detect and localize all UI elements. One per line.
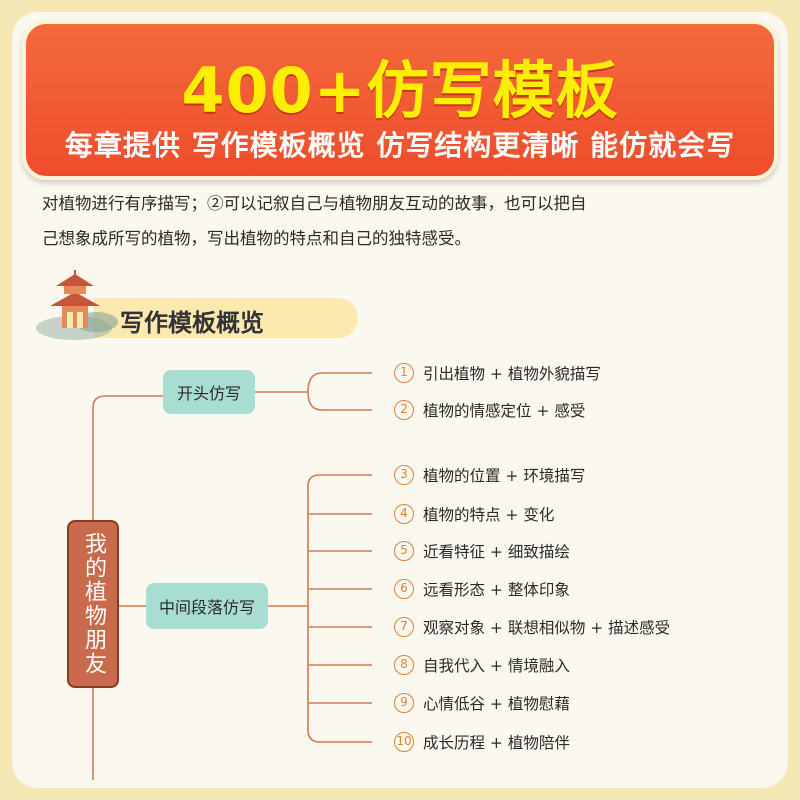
item-text: 心情低谷 + 植物慰藉: [423, 695, 570, 713]
list-item: 6 远看形态 + 整体印象: [394, 578, 570, 600]
item-number: 9: [394, 693, 414, 713]
item-text: 植物的特点 + 变化: [423, 506, 555, 524]
item-number: 2: [394, 400, 414, 420]
list-item: 3 植物的位置 + 环境描写: [394, 464, 585, 486]
list-item: 1 引出植物 + 植物外貌描写: [394, 362, 601, 384]
trunk-line: [92, 395, 163, 520]
item-text: 观察对象 + 联想相似物 + 描述感受: [423, 619, 671, 637]
item-number: 7: [394, 617, 414, 637]
list-item: 10 成长历程 + 植物陪伴: [394, 731, 570, 753]
promo-banner: 400+仿写模板 每章提供 写作模板概览 仿写结构更清晰 能仿就会写: [22, 20, 778, 180]
section-title: 写作模板概览: [120, 308, 264, 337]
list-item: 4 植物的特点 + 变化: [394, 503, 554, 525]
banner-subtitle: 每章提供 写作模板概览 仿写结构更清晰 能仿就会写: [64, 129, 736, 162]
item-text: 成长历程 + 植物陪伴: [423, 734, 570, 752]
intro-paragraph: 对植物进行有序描写；②可以记叙自己与植物朋友互动的故事，也可以把自 己想象成所写…: [42, 186, 762, 256]
item-number: 10: [394, 732, 414, 752]
item-number: 3: [394, 465, 414, 485]
list-item: 2 植物的情感定位 + 感受: [394, 399, 585, 421]
branch-middle: 中间段落仿写: [146, 583, 268, 629]
pavilion-icon: [36, 270, 118, 340]
item-text: 自我代入 + 情境融入: [423, 657, 570, 675]
list-item: 7 观察对象 + 联想相似物 + 描述感受: [394, 616, 670, 638]
item-text: 近看特征 + 细致描绘: [423, 543, 570, 561]
item-number: 5: [394, 541, 414, 561]
mindmap-root: 我的植物朋友: [67, 520, 119, 688]
banner-title: 400+仿写模板: [181, 54, 619, 127]
intro-line-1: 对植物进行有序描写；②可以记叙自己与植物朋友互动的故事，也可以把自: [42, 194, 587, 213]
item-number: 1: [394, 363, 414, 383]
intro-line-2: 己想象成所写的植物，写出植物的特点和自己的独特感受。: [42, 229, 471, 248]
item-number: 8: [394, 655, 414, 675]
section-header-pill: [94, 298, 358, 338]
list-item: 5 近看特征 + 细致描绘: [394, 540, 570, 562]
item-number: 4: [394, 504, 414, 524]
item-text: 植物的情感定位 + 感受: [423, 402, 586, 420]
list-item: 8 自我代入 + 情境融入: [394, 654, 570, 676]
item-text: 引出植物 + 植物外貌描写: [423, 365, 601, 383]
branch-opening: 开头仿写: [163, 370, 255, 414]
item-text: 远看形态 + 整体印象: [423, 581, 570, 599]
section-header: 写作模板概览: [34, 270, 358, 342]
list-item: 9 心情低谷 + 植物慰藉: [394, 692, 570, 714]
item-number: 6: [394, 579, 414, 599]
item-text: 植物的位置 + 环境描写: [423, 467, 586, 485]
